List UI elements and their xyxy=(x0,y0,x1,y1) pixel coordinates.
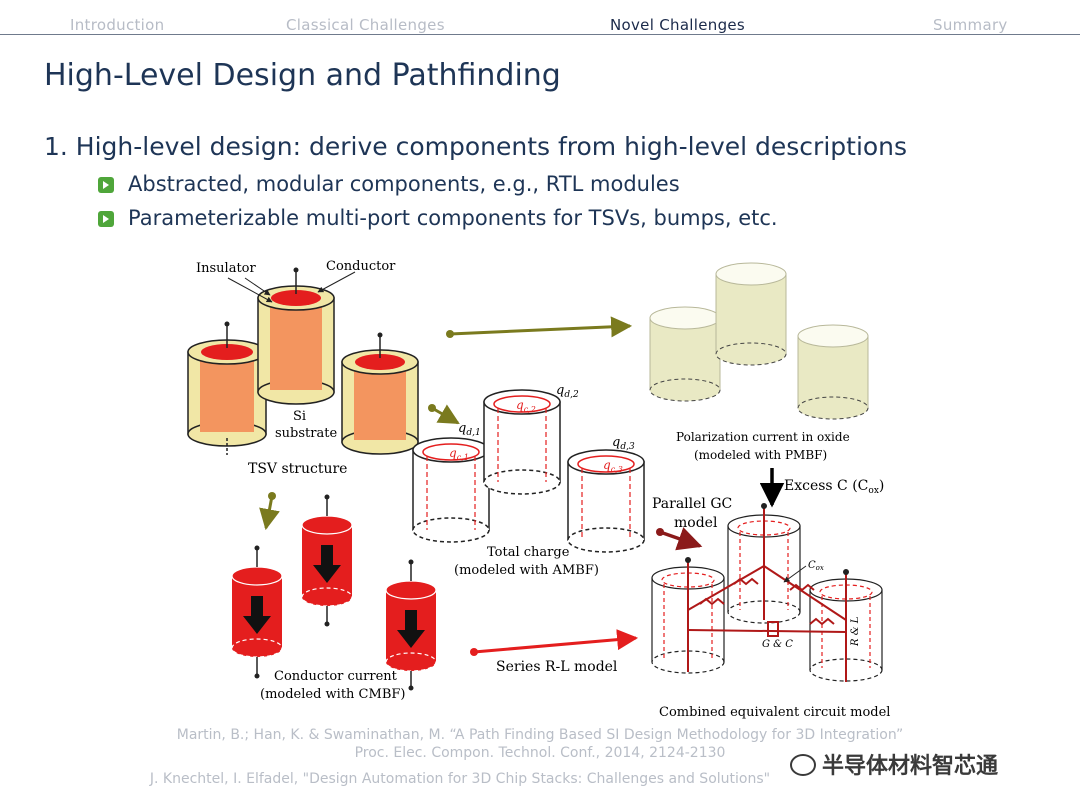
watermark: 半导体材料智芯通 xyxy=(790,748,998,780)
tsv-cylinder xyxy=(257,267,335,405)
label-si: Si xyxy=(293,409,306,424)
label-qc2: qc,2 xyxy=(516,398,536,414)
charge-cylinder xyxy=(412,437,490,543)
label-qd3: qd,3 xyxy=(612,435,635,452)
tsv-structure-group: Insulator Conductor Si substrate TSV str… xyxy=(187,259,419,477)
watermark-text: 半导体材料智芯通 xyxy=(822,754,999,779)
oxide-cylinder xyxy=(715,262,787,366)
label-g-c: G & C xyxy=(762,639,793,650)
reference-1-source: Proc. Elec. Compon. Technol. Conf., 2014… xyxy=(354,745,726,761)
label-cox: Cox xyxy=(808,560,824,572)
arrow-to-total-charge xyxy=(431,404,460,425)
slide-title: High-Level Design and Pathfinding xyxy=(44,58,561,93)
arrow-bullet-icon xyxy=(98,177,114,193)
conductor-cylinder xyxy=(231,545,283,679)
label-ambf: (modeled with AMBF) xyxy=(454,563,599,578)
conductor-cylinder xyxy=(385,559,437,691)
arrow-to-conductor-current xyxy=(259,495,280,531)
oxide-cylinder xyxy=(649,306,721,402)
nav-summary[interactable]: Summary xyxy=(933,16,1008,34)
label-insulator: Insulator xyxy=(196,261,257,276)
sub-point-1: Abstracted, modular components, e.g., RT… xyxy=(98,172,680,196)
conductor-cylinder xyxy=(301,494,353,627)
label-tsv-structure: TSV structure xyxy=(248,461,347,477)
oxide-cylinder xyxy=(797,324,869,420)
arrow-bullet-icon xyxy=(98,211,114,227)
arrow-series-rl xyxy=(473,629,639,654)
label-qd1: qd,1 xyxy=(458,421,481,438)
label-series-rl: Series R-L model xyxy=(496,659,618,675)
sub-point-2-text: Parameterizable multi-port components fo… xyxy=(128,206,778,230)
label-polarization: Polarization current in oxide xyxy=(676,430,850,444)
label-conductor: Conductor xyxy=(326,259,396,274)
polarization-group: Polarization current in oxide (modeled w… xyxy=(649,262,869,462)
reference-1: Martin, B.; Han, K. & Swaminathan, M. “A… xyxy=(176,727,904,743)
tsv-cylinder xyxy=(341,332,419,455)
label-qc3: qc,3 xyxy=(603,458,623,474)
label-parallel-gc: Parallel GC xyxy=(652,496,732,512)
total-charge-group: qc,1 qc,2 qc,3 qd,1 qd,2 qd,3 Total char… xyxy=(412,383,645,578)
label-substrate: substrate xyxy=(275,426,337,441)
conductor-current-group: Conductor current (modeled with CMBF) xyxy=(231,494,437,702)
nav-novel-challenges[interactable]: Novel Challenges xyxy=(610,16,746,34)
nav-classical-challenges[interactable]: Classical Challenges xyxy=(286,16,445,34)
reference-2: J. Knechtel, I. Elfadel, "Design Automat… xyxy=(149,771,771,787)
combined-circuit-group: Cox G & C R & L Combined equivalent circ… xyxy=(651,503,890,720)
arrow-parallel-gc xyxy=(659,527,703,551)
label-qd2: qd,2 xyxy=(556,383,579,400)
sub-point-2: Parameterizable multi-port components fo… xyxy=(98,206,778,230)
charge-cylinder xyxy=(567,449,645,553)
label-conductor-current: Conductor current xyxy=(274,669,398,684)
section-nav: Introduction Classical Challenges Novel … xyxy=(0,0,1080,36)
label-model: model xyxy=(674,515,718,531)
label-pmbf: (modeled with PMBF) xyxy=(694,448,827,462)
sub-point-1-text: Abstracted, modular components, e.g., RT… xyxy=(128,172,680,196)
label-combined-model: Combined equivalent circuit model xyxy=(659,705,890,720)
charge-cylinder xyxy=(483,389,561,495)
label-total-charge: Total charge xyxy=(487,545,570,560)
wechat-icon xyxy=(790,754,816,776)
label-qc1: qc,1 xyxy=(449,446,469,462)
label-r-l: R & L xyxy=(850,616,861,647)
tsv-cylinder xyxy=(187,321,267,455)
label-cmbf: (modeled with CMBF) xyxy=(260,687,405,702)
arrow-to-polarization xyxy=(449,316,633,338)
nav-divider xyxy=(0,34,1080,35)
label-excess-c: Excess C (Cox) xyxy=(784,478,884,496)
nav-introduction[interactable]: Introduction xyxy=(70,16,165,34)
point-1: 1. High-level design: derive components … xyxy=(44,132,908,161)
